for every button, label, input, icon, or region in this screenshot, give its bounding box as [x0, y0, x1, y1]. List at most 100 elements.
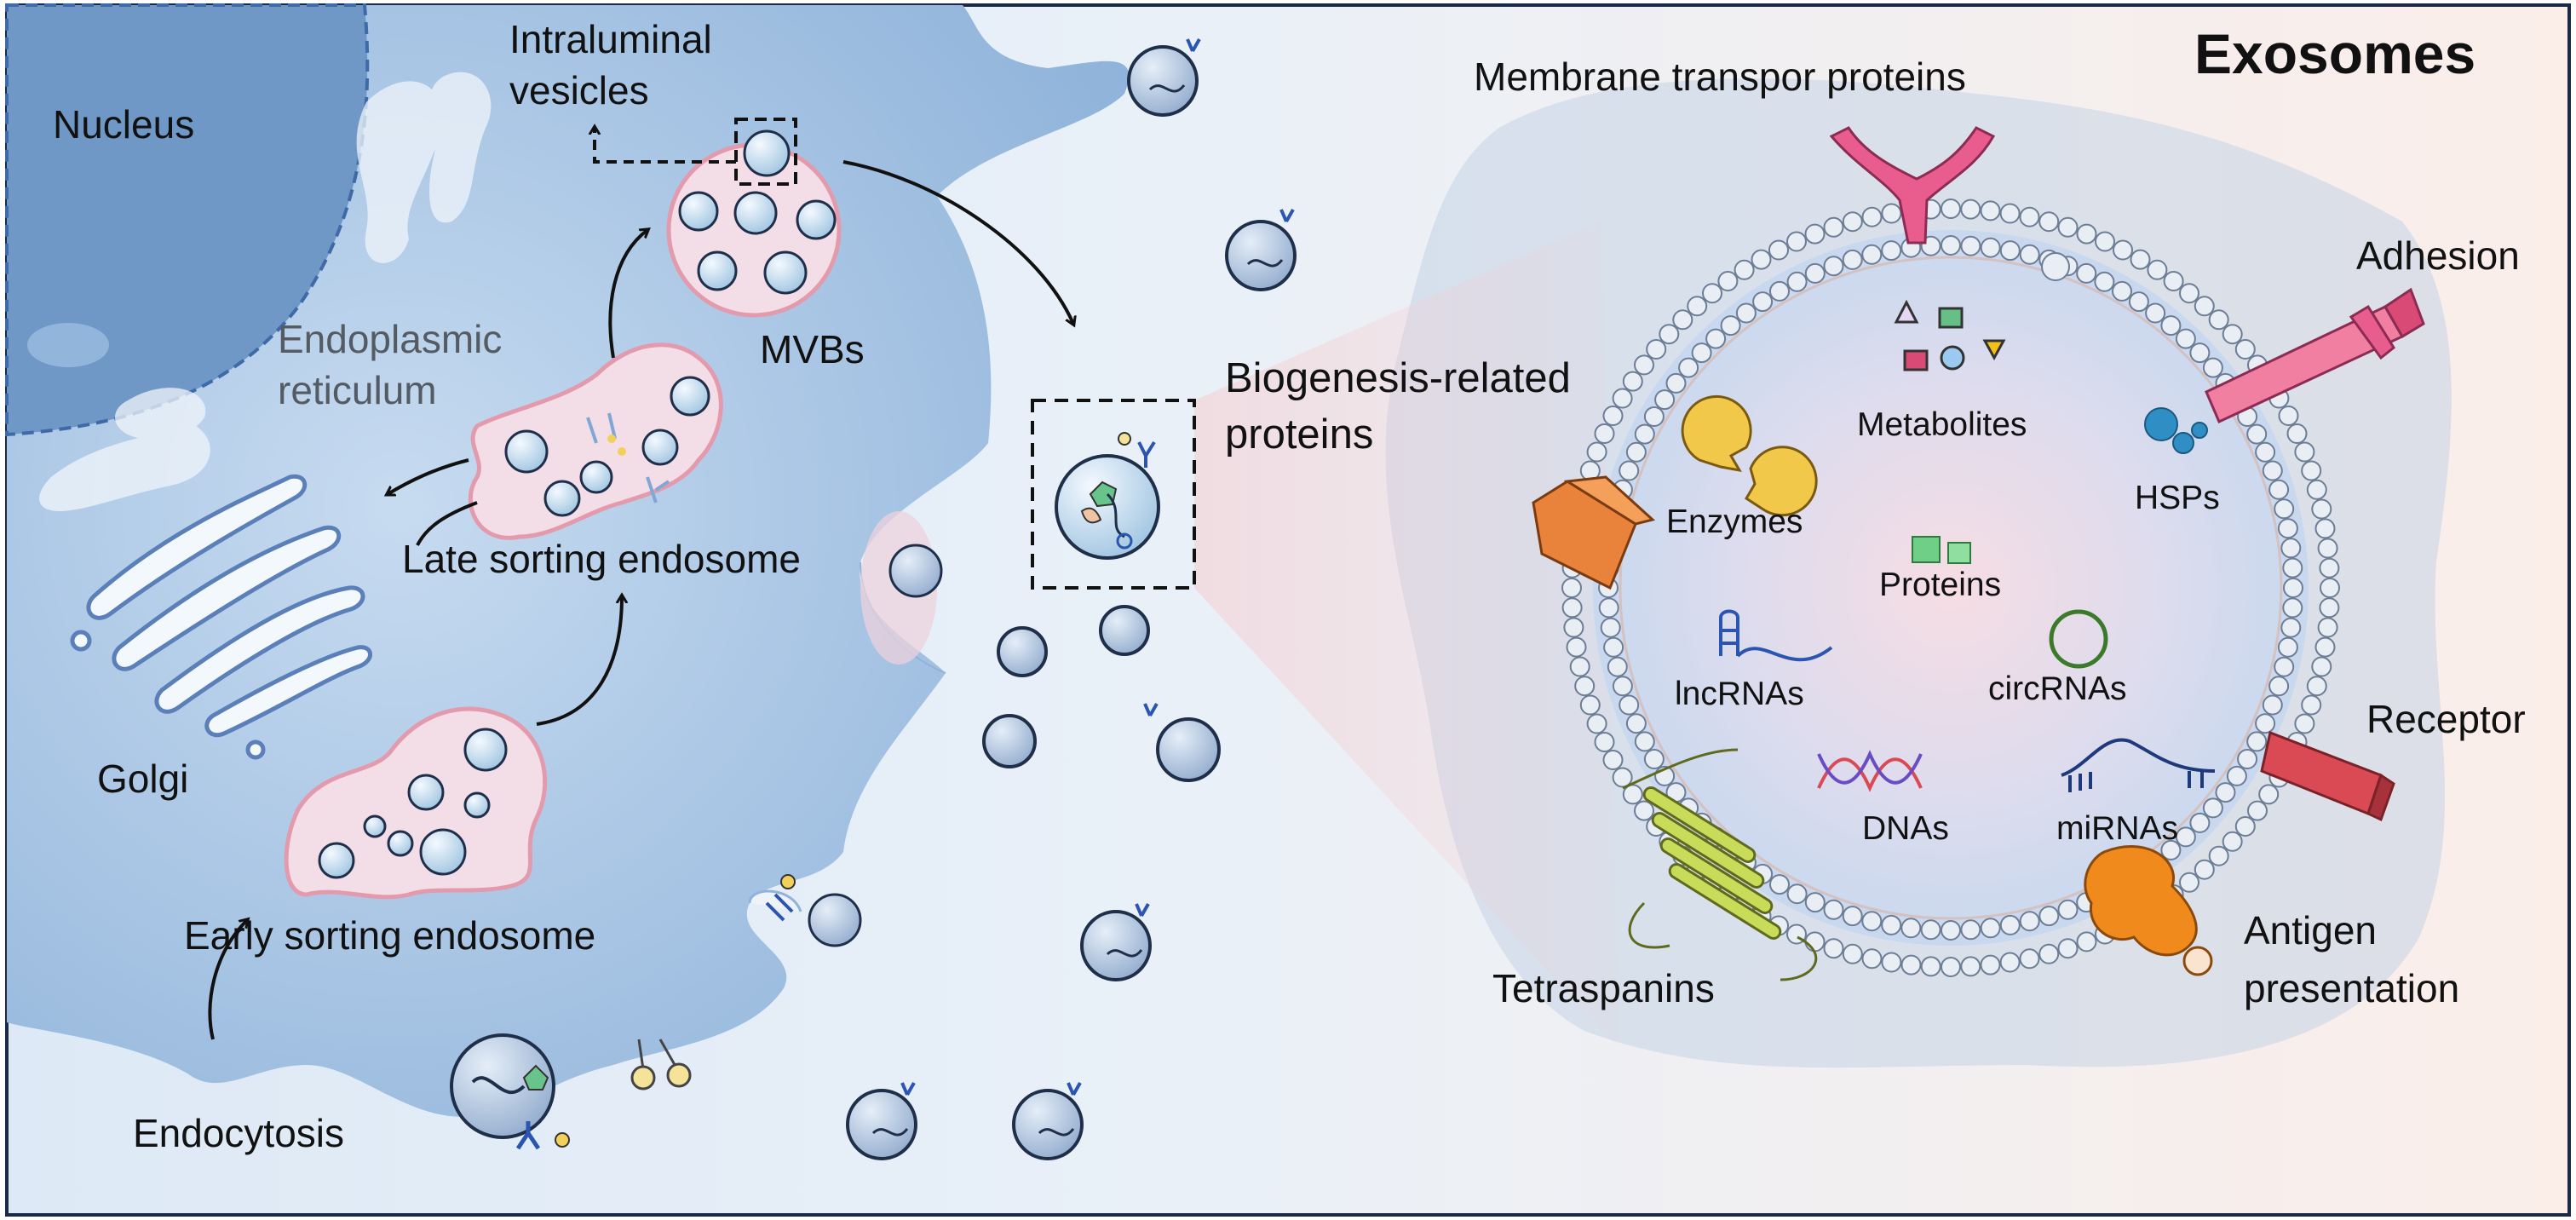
- lipid-head: [2057, 938, 2079, 959]
- lipid-head: [1769, 280, 1790, 302]
- lncrna-icon: [1719, 609, 1833, 662]
- early-endosome-label: Early sorting endosome: [184, 913, 596, 958]
- lipid-head: [2282, 597, 2303, 619]
- lipid-head: [1842, 249, 1863, 270]
- hsp-spheres: [2144, 407, 2208, 454]
- lipid-head: [2320, 578, 2340, 598]
- lipid-head: [2057, 899, 2079, 920]
- lipid-head: [2208, 845, 2229, 866]
- lipid-head: [2194, 296, 2215, 317]
- dnas-label: DNAs: [1862, 810, 1949, 847]
- lipid-head: [1598, 597, 1619, 619]
- antigen-label-line2: presentation: [2244, 966, 2460, 1010]
- metabolite-icons: [1894, 299, 2006, 371]
- golgi-label: Golgi: [97, 757, 189, 801]
- lipid-head: [2076, 262, 2097, 284]
- lipid-head: [1804, 892, 1826, 913]
- lipid-head: [2215, 782, 2236, 803]
- mirnas-label: miRNAs: [2056, 810, 2178, 847]
- tetraspanin-protein: [1622, 748, 1818, 981]
- lipid-head: [1566, 636, 1587, 658]
- endoplasmic-reticulum: [39, 72, 492, 511]
- membrane-transport-protein: [1829, 126, 1996, 245]
- enzyme-icon: [1681, 394, 1818, 517]
- lipid-head: [2268, 676, 2290, 697]
- lipid-head: [2262, 694, 2283, 716]
- lipid-head: [1900, 954, 1922, 975]
- lipid-head: [2268, 479, 2290, 500]
- adhesion-label: Adhesion: [2356, 233, 2520, 278]
- lipid-head: [2306, 479, 2327, 500]
- lipid-head: [1941, 235, 1961, 256]
- lipid-head: [2202, 357, 2223, 378]
- lipid-head: [2319, 597, 2340, 619]
- lipid-head: [2147, 259, 2168, 280]
- circrna-icon: [2049, 609, 2108, 669]
- lipid-head: [2194, 859, 2215, 880]
- zoom-box: [1031, 399, 1196, 590]
- lipid-head: [2208, 309, 2229, 331]
- lipid-head: [1769, 874, 1790, 895]
- lipid-head: [1634, 354, 1654, 376]
- lipid-head: [2019, 948, 2040, 970]
- lipid-head: [2311, 656, 2332, 677]
- budding-vesicle-bottom: [765, 874, 862, 947]
- adhesion-protein: [2205, 287, 2425, 424]
- lipid-head: [2179, 283, 2199, 304]
- lipid-head: [1881, 203, 1902, 224]
- lipid-head: [1941, 957, 1961, 977]
- lipid-head: [1960, 235, 1981, 256]
- lipid-head: [2222, 831, 2243, 852]
- lipid-head: [1941, 920, 1961, 941]
- lipid-head: [1579, 694, 1601, 716]
- receptor-label: Receptor: [2366, 697, 2526, 741]
- lipid-head: [1612, 676, 1633, 697]
- lipid-head: [2202, 797, 2223, 819]
- intraluminal-label-line2: vesicles: [509, 68, 649, 112]
- lipid-head: [1622, 371, 1643, 392]
- lipid-head: [2283, 578, 2303, 598]
- membrane-transport-label: Membrane transpor proteins: [1474, 55, 1966, 99]
- lipid-head: [1672, 309, 1693, 331]
- lipid-head: [2317, 617, 2338, 638]
- lipid-head: [1881, 914, 1902, 935]
- released-exosomes: [846, 45, 1297, 1160]
- lipid-head: [1999, 952, 2021, 973]
- lipid-head: [2130, 249, 2151, 270]
- lipid-head: [2278, 406, 2299, 426]
- lipid-head: [1643, 749, 1665, 769]
- lipid-head: [2246, 423, 2268, 445]
- lipid-head: [2076, 931, 2097, 952]
- lipid-head: [1634, 731, 1655, 752]
- lipid-head: [1842, 211, 1863, 233]
- mvbs-label: MVBs: [760, 327, 865, 371]
- lipid-head: [1705, 328, 1727, 349]
- lipid-head: [2160, 839, 2182, 860]
- mirna-icon: [2061, 738, 2216, 792]
- lipid-head: [1999, 914, 2021, 935]
- hsps-label: HSPs: [2135, 480, 2220, 516]
- biogenesis-label-line2: proteins: [1225, 411, 1374, 458]
- lipid-head: [2255, 713, 2276, 734]
- lipid-head: [2038, 906, 2060, 927]
- channel-protein: [1532, 475, 1656, 590]
- lipid-head: [1717, 271, 1739, 291]
- lipid-head: [1861, 948, 1883, 970]
- lipid-head: [1625, 713, 1647, 734]
- lipid-head: [1960, 919, 1981, 941]
- lipid-head: [2277, 636, 2298, 658]
- lipid-head: [1594, 423, 1615, 444]
- lipid-head: [2128, 291, 2149, 313]
- lipid-head: [1619, 460, 1640, 481]
- protein-cubes: [1912, 536, 1971, 564]
- er-label-line2: reticulum: [278, 368, 437, 412]
- lipid-head: [2234, 816, 2256, 837]
- lipid-head: [1920, 919, 1941, 941]
- lipid-head: [2226, 765, 2247, 786]
- lipid-head: [1586, 441, 1607, 463]
- lipid-head: [2179, 872, 2199, 893]
- endocytosis-vesicle: [450, 1033, 570, 1150]
- lipid-head: [2294, 713, 2315, 734]
- lipid-head: [2038, 943, 2060, 964]
